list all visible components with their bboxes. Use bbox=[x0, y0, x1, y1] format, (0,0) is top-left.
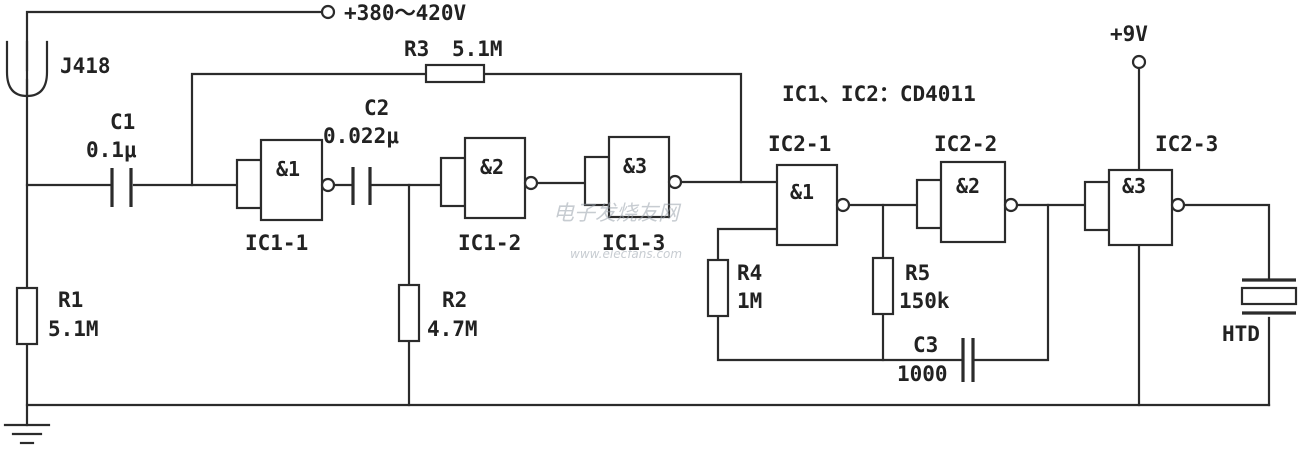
label-r4-value: 1M bbox=[737, 289, 762, 313]
resistor-r1 bbox=[15, 286, 39, 346]
supply-9v-terminal bbox=[1131, 54, 1147, 70]
gate-ic1-3-symbol: &3 bbox=[623, 154, 647, 178]
label-ic2-3: IC2-3 bbox=[1155, 132, 1218, 156]
gate-ic2-2: &2 bbox=[915, 160, 1019, 244]
label-r5-name: R5 bbox=[905, 261, 930, 285]
buzzer-htd bbox=[1240, 278, 1298, 315]
label-r4-name: R4 bbox=[737, 261, 762, 285]
label-c1-value: 0.1μ bbox=[86, 138, 137, 162]
sensor-j418 bbox=[5, 40, 49, 98]
label-r1-value: 5.1M bbox=[48, 317, 99, 341]
resistor-r5 bbox=[871, 256, 895, 316]
gate-ic2-3: &3 bbox=[1083, 168, 1186, 247]
label-r5-value: 150k bbox=[899, 289, 950, 313]
label-ic1-2: IC1-2 bbox=[458, 231, 521, 255]
label-supply-hv: +380～420V bbox=[344, 1, 467, 25]
gate-ic1-1-symbol: &1 bbox=[276, 157, 300, 181]
label-r2-value: 4.7M bbox=[427, 317, 478, 341]
capacitor-c2 bbox=[351, 167, 372, 205]
label-c3-name: C3 bbox=[913, 333, 938, 357]
resistor-r3 bbox=[424, 63, 486, 84]
hv-terminal bbox=[320, 4, 336, 20]
wires bbox=[25, 10, 1271, 427]
label-supply-9v: +9V bbox=[1110, 22, 1148, 46]
watermark-text: 电子发烧友网 bbox=[553, 201, 682, 225]
ground-icon bbox=[3, 423, 51, 445]
gate-ic1-1: &1 bbox=[235, 138, 336, 222]
gate-ic2-2-symbol: &2 bbox=[956, 174, 980, 198]
label-ic-note: IC1、IC2：CD4011 bbox=[782, 82, 976, 106]
gate-ic1-2-symbol: &2 bbox=[480, 155, 504, 179]
gate-ic1-2: &2 bbox=[439, 136, 539, 220]
gate-ic2-3-symbol: &3 bbox=[1122, 174, 1146, 198]
label-ic1-1: IC1-1 bbox=[245, 231, 308, 255]
label-r3-name: R3 bbox=[404, 37, 429, 61]
label-ic2-1: IC2-1 bbox=[768, 132, 831, 156]
gate-ic1-3: &3 bbox=[583, 135, 683, 219]
capacitor-c1 bbox=[110, 168, 133, 207]
label-htd: HTD bbox=[1222, 322, 1260, 346]
label-c1-name: C1 bbox=[110, 110, 135, 134]
label-ic2-2: IC2-2 bbox=[934, 132, 997, 156]
gate-ic2-1-symbol: &1 bbox=[790, 180, 814, 204]
resistor-r2 bbox=[397, 283, 421, 343]
label-c2-name: C2 bbox=[364, 96, 389, 120]
label-r2-name: R2 bbox=[442, 288, 467, 312]
label-c3-value: 1000 bbox=[897, 362, 948, 386]
gate-ic2-1: &1 bbox=[775, 163, 851, 247]
label-ic1-3: IC1-3 bbox=[602, 231, 665, 255]
watermark-url: www.elecfans.com bbox=[570, 247, 682, 261]
label-c2-value: 0.022μ bbox=[323, 124, 399, 148]
capacitor-c3 bbox=[961, 338, 975, 382]
label-sensor: J418 bbox=[60, 54, 111, 78]
label-r3-value: 5.1M bbox=[452, 37, 503, 61]
resistor-r4 bbox=[706, 258, 730, 318]
label-r1-name: R1 bbox=[58, 288, 83, 312]
